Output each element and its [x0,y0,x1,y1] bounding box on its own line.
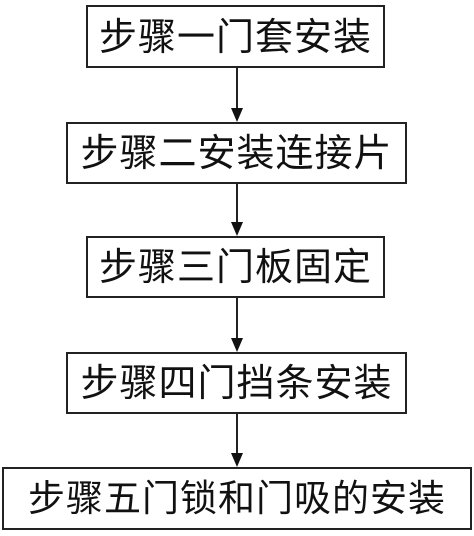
step-3-box: 步骤三门板固定 [86,236,385,298]
step-2-box: 步骤二安装连接片 [66,122,407,184]
arrow-line [236,298,238,338]
arrow-down-icon [231,108,243,122]
step-4-box: 步骤四门挡条安装 [66,352,407,414]
arrow-line [236,184,238,222]
arrow-connector-3 [231,298,243,352]
step-3-label: 步骤三门板固定 [98,245,372,289]
arrow-connector-4 [231,414,243,467]
step-5-box: 步骤五门锁和门吸的安装 [2,467,472,530]
step-4-label: 步骤四门挡条安装 [80,361,393,405]
step-5-label: 步骤五门锁和门吸的安装 [28,477,446,520]
arrow-connector-1 [231,68,243,122]
arrow-down-icon [231,338,243,352]
step-1-label: 步骤一门套安装 [98,14,372,59]
step-1-box: 步骤一门套安装 [86,5,385,68]
arrow-line [236,414,238,453]
step-2-label: 步骤二安装连接片 [80,131,393,175]
arrow-down-icon [231,453,243,467]
arrow-down-icon [231,222,243,236]
arrow-line [236,68,238,108]
arrow-connector-2 [231,184,243,236]
